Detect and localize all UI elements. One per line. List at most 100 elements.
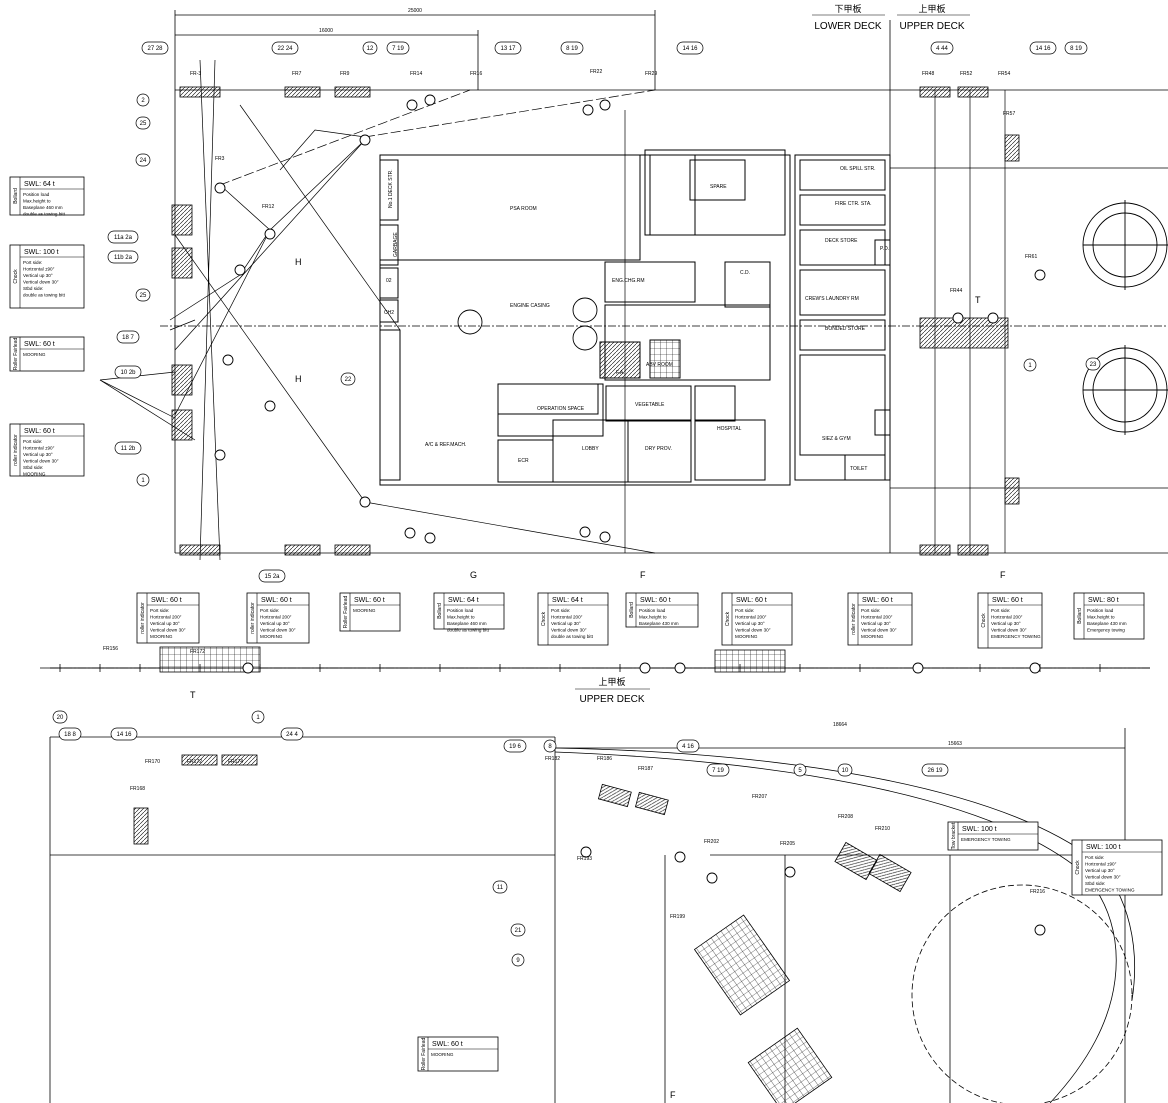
spec-box-line: Vertical down 30°	[1085, 875, 1121, 880]
spec-box-line: Horizontal 200°	[735, 615, 767, 620]
callout-number: 10	[842, 768, 849, 774]
callout-number: 9	[516, 958, 520, 964]
callout-number: 23	[1090, 362, 1097, 368]
room-ac-ref: A/C & REF.MACH.	[425, 442, 466, 448]
callout-bubble: 10	[837, 763, 853, 777]
room-bonded: BONDED STORE	[825, 326, 866, 332]
spec-box-line: double as towing bitt	[23, 212, 66, 217]
spec-box-type: Chock	[541, 611, 547, 626]
callout-number: 20	[57, 715, 64, 721]
spec-box-type: Roller Fairlead	[343, 596, 349, 629]
callout-bubble: 7 19	[706, 763, 730, 777]
room-spare: SPARE	[710, 184, 727, 190]
callout-number: 8 19	[1070, 46, 1082, 52]
spec-box-line: MOORING	[735, 634, 758, 639]
callout-number: 1	[141, 478, 145, 484]
letter-h: H	[295, 257, 302, 267]
room-lobby: LOBBY	[582, 446, 599, 452]
callout-bubble: 8	[543, 739, 557, 753]
callout-number: 11 2b	[121, 446, 136, 452]
spec-box-line: double as towing bitt	[23, 293, 66, 298]
spec-box-line: Horizontal 200°	[551, 615, 583, 620]
spec-box-title: SWL: 60 t	[640, 597, 671, 604]
spec-box-line: EMERGENCY TOWING	[961, 837, 1011, 842]
callout-bubble: 14 16	[1029, 41, 1057, 55]
spec-box-line: Port side:	[551, 608, 570, 613]
room-garbage: GARBAGE	[393, 232, 399, 257]
spec-box-line: Vertical down 30°	[991, 628, 1027, 633]
spec-box-line: Port side:	[991, 608, 1010, 613]
callout-number: 7 19	[392, 46, 404, 52]
spec-box-line: Position load	[23, 192, 50, 197]
spec-box-line: double as towing bitt	[551, 634, 594, 639]
spec-box-line: MOORING	[23, 472, 46, 477]
spec-box-line: Baseplane 430 mm	[639, 621, 679, 626]
spec-box-line: Vertical down 30°	[861, 628, 897, 633]
spec-box-line: Horizontal 200°	[861, 615, 893, 620]
spec-box-type: Bollard	[629, 602, 635, 618]
room-toilet: TOILET	[850, 466, 867, 472]
callout-bubble: 1	[1023, 358, 1037, 372]
callout-number: 22 24	[277, 46, 293, 52]
spec-box-line: Port side:	[735, 608, 754, 613]
spec-box-line: Horizontal ±90°	[23, 267, 55, 272]
callout-number: 24	[140, 158, 147, 164]
spec-box-line: Stbd side:	[1085, 881, 1105, 886]
callout-bubble: 12	[362, 41, 378, 55]
callout-bubble: 18 7	[116, 330, 140, 344]
spec-box-title: SWL: 60 t	[24, 428, 55, 435]
letter-t: T	[190, 690, 196, 700]
callout-bubble: 27 28	[141, 41, 169, 55]
callout-bubble: 4 44	[930, 41, 954, 55]
room-dry-prov: DRY PROV.	[645, 446, 672, 452]
callout-number: 26 19	[927, 768, 943, 774]
room-no1-deck: No.1 DECK STR.	[388, 169, 394, 208]
callout-number: 1	[1028, 363, 1032, 369]
callout-number: 14 16	[682, 46, 698, 52]
letter-g: G	[470, 570, 477, 580]
spec-box-title: SWL: 60 t	[261, 597, 292, 604]
callout-bubble: 23	[1085, 357, 1101, 371]
spec-box-title: SWL: 80 t	[1088, 597, 1119, 604]
callout-bubble: 24 4	[280, 727, 304, 741]
frame-label: FR54	[998, 71, 1010, 77]
frame-label: FR7	[292, 71, 302, 77]
spec-box-type: Chock	[13, 269, 19, 284]
spec-box-line: Port side:	[861, 608, 880, 613]
spec-box-type: roller indicator	[851, 603, 857, 635]
mooring-lines	[99, 59, 1006, 561]
room-abv: ABV ROOM	[646, 362, 673, 368]
letter-f: F	[640, 570, 646, 580]
room-engine-casing: ENGINE CASING	[510, 303, 550, 309]
spec-box-type: roller indicator	[140, 602, 146, 634]
callout-bubble: 11a 2a	[107, 230, 139, 244]
callout-number: 25	[140, 121, 147, 127]
callout-number: 25	[140, 293, 147, 299]
frame-label: FR12	[262, 204, 274, 210]
spec-box-type: Roller Fairlead	[421, 1038, 427, 1071]
spec-box-title: SWL: 60 t	[354, 597, 385, 604]
callout-bubble: 20	[52, 710, 68, 724]
callout-bubble: 1	[251, 710, 265, 724]
spec-box-line: Vertical up 30°	[551, 621, 581, 626]
spec-box-line: EMERGENCY TOWING	[991, 634, 1041, 639]
spec-box-title: SWL: 100 t	[962, 826, 997, 833]
frame-label: FR186	[597, 756, 612, 762]
frame-labels: FR-3 FR7 FR9 FR14 FR16 FR22 FR29 FR12 FR…	[103, 69, 1045, 920]
frame-label: FR48	[922, 71, 934, 77]
callout-bubble: 10 2b	[114, 365, 142, 379]
room-laundry: CREW'S LAUNDRY RM	[805, 296, 859, 302]
spec-box-title: SWL: 64 t	[24, 181, 55, 188]
spec-box-line: Max.height to	[1087, 615, 1115, 620]
room-labels: PSA ROOM ENGINE CASING ABV ROOM A/C & RE…	[384, 166, 889, 472]
callout-number: 1	[256, 715, 260, 721]
callout-bubble: 8 19	[560, 41, 584, 55]
